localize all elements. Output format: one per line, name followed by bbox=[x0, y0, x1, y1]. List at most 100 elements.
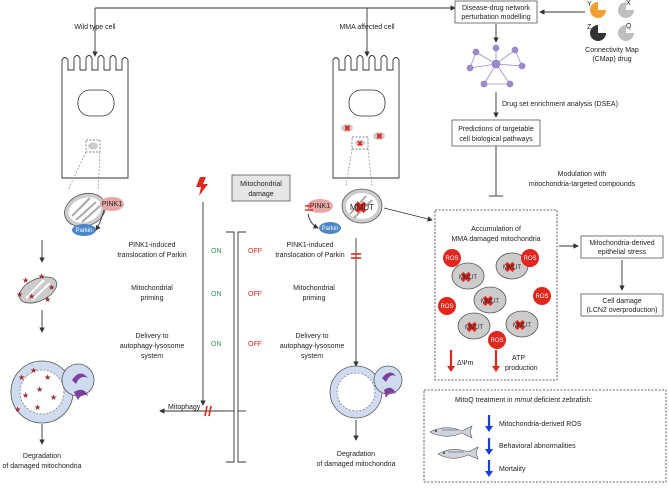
wt-autophagolysosome: ★ ★ ★ ★ ★ ★ ★ ★ bbox=[10, 360, 95, 424]
mma-pink1-label: PINK1 bbox=[310, 203, 330, 210]
mma-off-3: OFF bbox=[248, 341, 262, 348]
wt-delivery-line1: Delivery to bbox=[135, 333, 168, 340]
mma-translocation-line1: PINK1-induced bbox=[286, 242, 333, 249]
cmap-icons: Y X Z Q bbox=[587, 0, 634, 41]
ros-label-2: ROS bbox=[523, 256, 536, 262]
epithelial-stress-line2: epithelial stress bbox=[598, 249, 647, 256]
mito-damage-line1: Mitochondrial bbox=[240, 181, 282, 188]
cell-damage-box bbox=[580, 293, 664, 317]
mma-pink1 bbox=[307, 199, 333, 213]
svg-text:★: ★ bbox=[38, 272, 45, 281]
mma-mmut-label: MMUT bbox=[350, 203, 374, 212]
mma-nucleus bbox=[348, 89, 386, 117]
epithelial-stress-line1: Mitochondria-derived bbox=[589, 240, 654, 247]
cmap-letter-z: Z bbox=[587, 24, 592, 31]
svg-text:✖: ✖ bbox=[460, 269, 472, 285]
atp-down-arrow bbox=[492, 366, 500, 372]
mitoq-box bbox=[423, 389, 667, 483]
svg-text:★: ★ bbox=[44, 295, 51, 304]
svg-text:★: ★ bbox=[22, 276, 29, 285]
wt-on-2: ON bbox=[211, 291, 222, 298]
wt-parkin-label: Parkin bbox=[75, 228, 92, 234]
mma-cell-title: MMA affected cell bbox=[339, 24, 395, 31]
mma-off-1: OFF bbox=[248, 248, 262, 255]
wt-translocation-line2: translocation of Parkin bbox=[117, 252, 186, 259]
svg-text:✖: ✖ bbox=[376, 132, 383, 141]
wt-mitochondrion bbox=[64, 192, 106, 228]
svg-text:★: ★ bbox=[36, 385, 43, 394]
svg-text:★: ★ bbox=[14, 405, 21, 414]
mitoq-mortality-down-arrow bbox=[485, 471, 493, 477]
wt-priming-line2: priming bbox=[141, 295, 164, 302]
predictions-box bbox=[451, 119, 541, 147]
svg-text:✖: ✖ bbox=[354, 200, 367, 217]
ros-bursts bbox=[438, 249, 551, 349]
cell-damage-line2: (LCN2 overproduction) bbox=[587, 307, 658, 314]
epithelial-stress-box bbox=[580, 235, 664, 259]
mma-parkin bbox=[319, 222, 341, 234]
cluster-mmut-2: MMUT bbox=[503, 265, 521, 271]
mma-delivery-line1: Delivery to bbox=[295, 333, 328, 340]
atp-line1: ATP bbox=[512, 355, 525, 362]
mitoq-title: MitoQ treatment in mmut deficient zebraf… bbox=[455, 397, 592, 404]
svg-text:★: ★ bbox=[30, 366, 37, 375]
mma-degradation-line1: Degradation bbox=[337, 451, 375, 458]
accumulation-line2: MMA damaged mitochondria bbox=[451, 236, 540, 243]
mma-parkin-label: Parkin bbox=[321, 226, 338, 232]
atp-line2: production bbox=[505, 365, 538, 372]
cmap-letter-y: Y bbox=[587, 1, 592, 8]
accumulation-box bbox=[434, 209, 558, 381]
ros-label-1: ROS bbox=[445, 256, 458, 262]
ros-label-4: ROS bbox=[440, 304, 453, 310]
lightning-icon bbox=[196, 177, 208, 196]
cmap-label-line1: Connectivity Map bbox=[585, 47, 639, 54]
disease-drug-box bbox=[454, 0, 538, 24]
cmap-letter-q: Q bbox=[626, 23, 632, 30]
svg-text:✖: ✖ bbox=[482, 293, 494, 309]
mma-mito-3 bbox=[373, 132, 385, 140]
cluster-mmut-3: MMUT bbox=[481, 299, 499, 305]
disease-drug-line1: Disease-drug network bbox=[462, 5, 531, 12]
disease-drug-line2: perturbation modelling bbox=[461, 14, 530, 21]
mitoq-ros-down-arrow bbox=[485, 426, 493, 432]
wt-zoom-box bbox=[85, 139, 101, 153]
wt-priming-line1: Mitochondrial bbox=[131, 285, 173, 292]
mma-mitochondrion: ✖ bbox=[341, 188, 383, 224]
ros-label-3: ROS bbox=[535, 294, 548, 300]
mma-delivery-line3: system bbox=[301, 353, 323, 360]
cmap-label-line2: (CMap) drug bbox=[592, 56, 631, 63]
svg-text:✖: ✖ bbox=[357, 140, 363, 148]
mitophagy-label: Mitophagy bbox=[168, 404, 201, 411]
damaged-mito-cluster: ✖ ✖ ✖ ✖ ✖ bbox=[451, 252, 539, 340]
mito-damage-box bbox=[231, 174, 291, 202]
mma-cell bbox=[332, 55, 400, 179]
svg-text:★: ★ bbox=[28, 292, 35, 301]
wt-pink1 bbox=[100, 197, 124, 211]
wt-degradation-line1: Degradation bbox=[23, 453, 61, 460]
wt-nucleus bbox=[77, 89, 115, 117]
svg-text:✖: ✖ bbox=[466, 319, 478, 335]
mma-priming-line1: Mitochondrial bbox=[293, 285, 335, 292]
svg-text:★: ★ bbox=[44, 373, 51, 382]
mma-translocation-line2: translocation of Parkin bbox=[275, 252, 344, 259]
accumulation-line1: Accumulation of bbox=[471, 226, 521, 233]
mma-zoom-box bbox=[351, 136, 369, 150]
svg-text:★: ★ bbox=[34, 403, 41, 412]
dsea-label: Drug set enrichment analysis (DSEA) bbox=[502, 101, 618, 108]
wt-degradation-line2: of damaged mitochondria bbox=[3, 463, 82, 470]
mma-mito-2 bbox=[355, 139, 365, 147]
ros-label-5: ROS bbox=[490, 338, 503, 344]
mitoq-behavior-down-arrow bbox=[485, 449, 493, 455]
cluster-mmut-1: MMUT bbox=[459, 275, 477, 281]
zebrafish-icons bbox=[429, 425, 479, 460]
mma-degradation-line2: of damaged mitochondria bbox=[317, 461, 396, 468]
mma-priming-line2: priming bbox=[303, 295, 326, 302]
wild-type-cell-title: Wild type cell bbox=[74, 24, 116, 31]
wt-parkin bbox=[72, 224, 96, 236]
svg-text:★: ★ bbox=[48, 283, 55, 292]
modulation-line1: Modulation with bbox=[558, 171, 607, 178]
predictions-line2: cell biological pathways bbox=[459, 136, 533, 143]
mma-x-1: ✖ bbox=[344, 124, 351, 133]
